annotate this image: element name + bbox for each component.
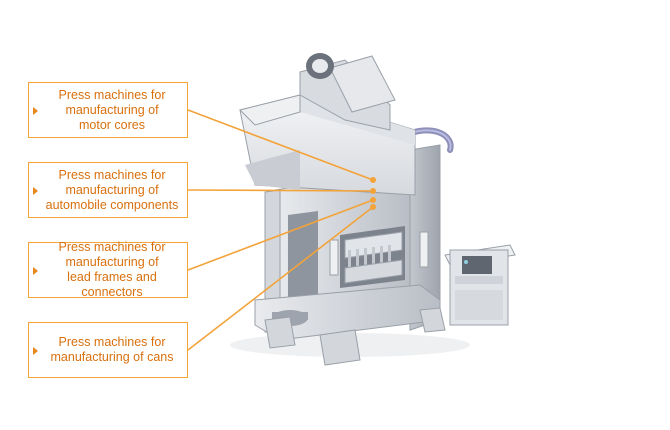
callout-motor-cores[interactable]: Press machines for manufacturing of moto… — [28, 82, 188, 138]
callout-label: Press machines for manufacturing of cans — [50, 335, 174, 364]
callout-cans[interactable]: Press machines for manufacturing of cans — [28, 322, 188, 378]
callout-label: Press machines for manufacturing of moto… — [58, 87, 166, 132]
right-triangle-icon — [33, 347, 38, 355]
callout-label: Press machines for manufacturing of auto… — [45, 167, 179, 212]
control-panel-illustration — [444, 244, 516, 326]
callout-lead-frames-connectors[interactable]: Press machines for manufacturing of lead… — [28, 240, 188, 299]
callout-automobile-components[interactable]: Press machines for manufacturing of auto… — [28, 162, 188, 218]
right-triangle-icon — [33, 107, 38, 115]
right-triangle-icon — [33, 267, 38, 275]
right-triangle-icon — [33, 187, 38, 195]
callout-label: Press machines for manufacturing of lead… — [58, 240, 166, 299]
